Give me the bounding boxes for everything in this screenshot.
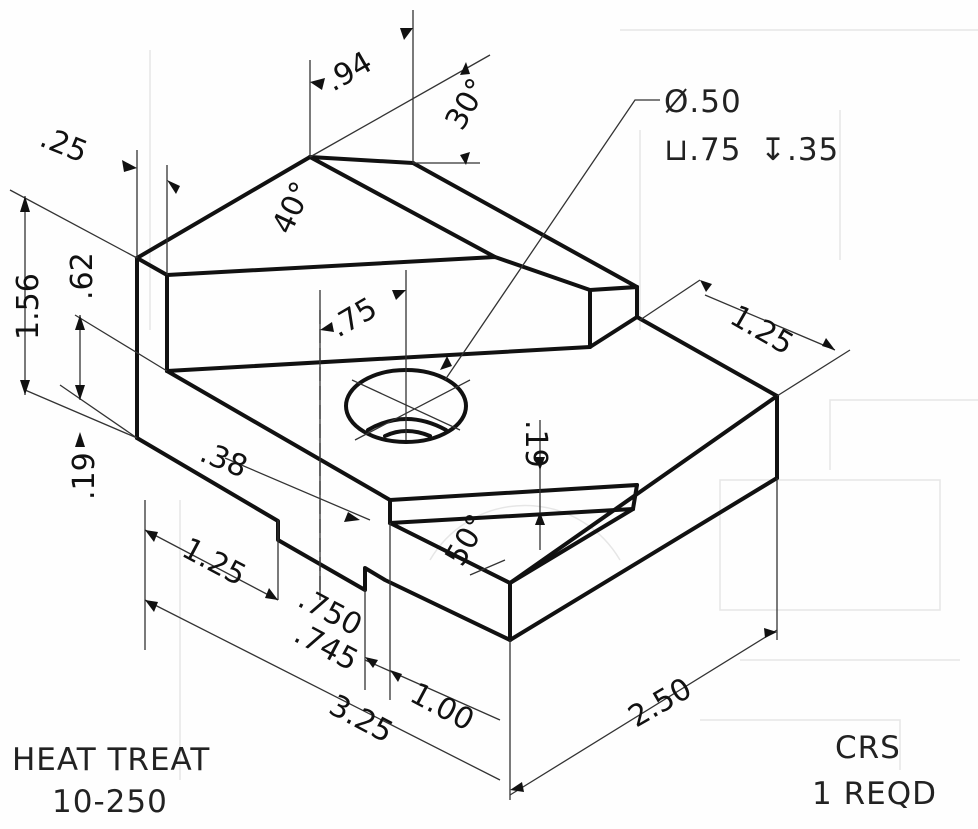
- v-rail-slope: [508, 507, 635, 585]
- ridge-top-edge: [308, 155, 415, 165]
- note-quantity: 1 REQD: [812, 776, 937, 812]
- left-chamfer-edge: [135, 256, 169, 277]
- dim-125-left: 1.25: [176, 531, 251, 593]
- hole-callout: Ø.50 ⊔.75 ↧.35: [664, 84, 839, 168]
- callout-diameter: Ø.50: [664, 84, 742, 120]
- dim-40deg: 40°: [266, 176, 320, 239]
- ridge-left-slope: [135, 155, 312, 260]
- hole-inner-edge: [366, 417, 448, 432]
- left-inner-diag: [165, 369, 392, 502]
- ridge-front-top: [165, 255, 639, 292]
- note-hardness: 10-250: [52, 784, 168, 820]
- background-ghost-lines: [149, 29, 978, 780]
- dim-25: .25: [35, 120, 92, 170]
- v-rail-bottom: [388, 507, 635, 525]
- dim-94: .94: [320, 45, 379, 99]
- dim-30deg: 30°: [439, 72, 496, 136]
- material-notes: HEAT TREAT 10-250 CRS 1 REQD: [12, 730, 937, 820]
- ridge-lower-edge: [165, 315, 639, 373]
- note-heat-treat: HEAT TREAT: [12, 742, 210, 778]
- dim-156: 1.56: [11, 273, 46, 340]
- arrowheads: [20, 28, 835, 792]
- callout-depth: ↧.35: [760, 132, 839, 168]
- dim-19-rail: .19: [518, 420, 553, 468]
- dim-100: 1.00: [404, 676, 479, 738]
- ridge-back-slope: [411, 161, 639, 289]
- ridge-inner-diag: [308, 155, 497, 259]
- dim-75: .75: [325, 291, 384, 345]
- dim-19-left: .19: [67, 452, 102, 500]
- note-material: CRS: [835, 730, 901, 766]
- dim-250: 2.50: [623, 671, 698, 735]
- callout-counterbore: ⊔.75: [664, 132, 742, 168]
- dim-125-right: 1.25: [724, 299, 799, 363]
- dimension-lines: [9, 10, 851, 800]
- dim-62: .62: [65, 252, 100, 300]
- v-rail-end: [388, 483, 639, 525]
- v-rail-top: [388, 483, 639, 502]
- hole-inner-edge-2: [383, 429, 432, 438]
- right-ledge-bottom: [508, 476, 779, 642]
- right-ledge-top: [635, 315, 779, 398]
- dim-325: 3.25: [323, 688, 398, 750]
